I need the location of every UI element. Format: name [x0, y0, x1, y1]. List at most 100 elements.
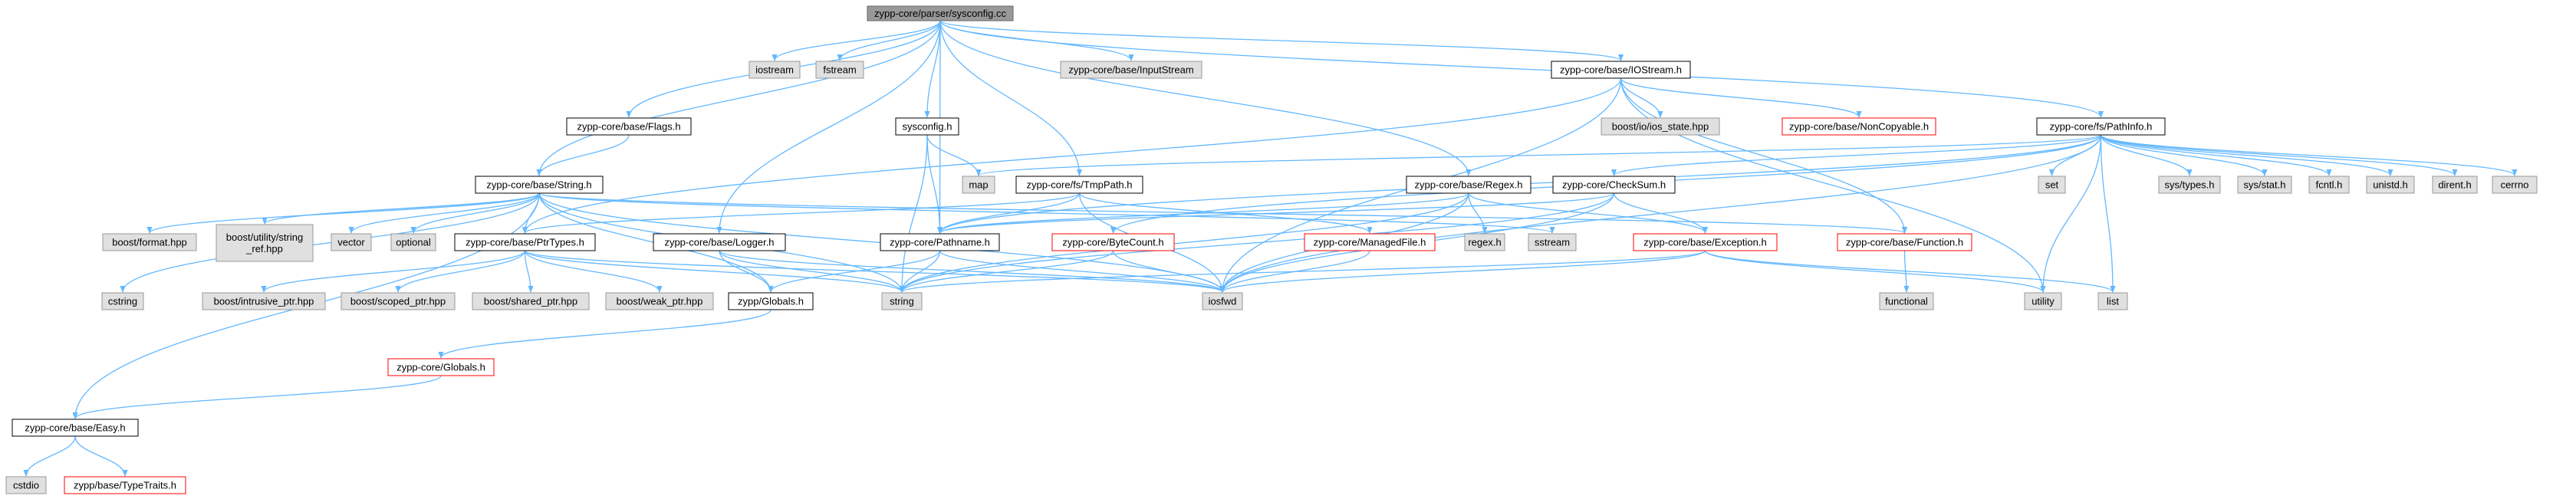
node-sstream[interactable]: sstream — [1528, 233, 1577, 251]
node-utility[interactable]: utility — [2024, 292, 2062, 310]
edge-ptrtypes-to-string — [524, 250, 905, 293]
node-boostformat[interactable]: boost/format.hpp — [102, 233, 197, 251]
node-cstdio[interactable]: cstdio — [5, 476, 47, 494]
node-label: functional — [1885, 296, 1928, 307]
node-box — [390, 233, 436, 251]
node-vector[interactable]: vector — [331, 233, 372, 251]
node-box — [895, 117, 959, 136]
node-function[interactable]: zypp-core/base/Function.h — [1837, 233, 1972, 251]
node-iostream[interactable]: iostream — [748, 61, 801, 79]
node-label: zypp-core/base/PtrTypes.h — [466, 237, 584, 248]
node-label: zypp-core/base/NonCopyable.h — [1789, 121, 1929, 133]
node-weak[interactable]: boost/weak_ptr.hpp — [605, 292, 714, 310]
node-stringh[interactable]: zypp-core/base/String.h — [475, 176, 604, 194]
edge-stringh-to-stringref — [262, 192, 540, 225]
node-root[interactable]: zypp-core/parser/sysconfig.cc — [867, 5, 1014, 21]
edge-pathinfo-to-list — [2100, 134, 2116, 293]
node-pathname[interactable]: zypp-core/Pathname.h — [880, 233, 1000, 251]
node-label: zypp-core/ByteCount.h — [1062, 237, 1163, 248]
node-sysconfigh[interactable]: sysconfig.h — [895, 117, 959, 136]
node-easy[interactable]: zypp-core/base/Easy.h — [12, 419, 139, 437]
node-unistd[interactable]: unistd.h — [2366, 176, 2415, 194]
node-box — [1304, 233, 1436, 251]
node-systypes[interactable]: sys/types.h — [2158, 176, 2221, 194]
node-label: zypp-core/parser/sysconfig.cc — [874, 8, 1006, 19]
edge-easy-to-cstdio — [23, 435, 76, 477]
node-label: iostream — [755, 64, 794, 76]
edge-iostreamh-to-ptrtypes — [521, 77, 1622, 234]
node-box — [341, 292, 456, 310]
node-typetraits[interactable]: zypp/base/TypeTraits.h — [64, 476, 186, 494]
node-optional[interactable]: optional — [390, 233, 436, 251]
edge-globalsh-to-coreglobals — [438, 309, 771, 359]
node-globalsh[interactable]: zypp/Globals.h — [728, 292, 814, 310]
node-managedfile[interactable]: zypp-core/ManagedFile.h — [1304, 233, 1436, 251]
node-ptrtypes[interactable]: zypp-core/base/PtrTypes.h — [454, 233, 596, 251]
edge-regex-to-string — [899, 192, 1469, 293]
node-box — [2237, 176, 2292, 194]
node-box — [2097, 292, 2128, 310]
node-cerrno[interactable]: cerrno — [2492, 176, 2538, 194]
node-sysstat[interactable]: sys/stat.h — [2237, 176, 2292, 194]
node-functional[interactable]: functional — [1879, 292, 1934, 310]
node-string[interactable]: string — [881, 292, 923, 310]
edge-exception-to-iosfwd — [1219, 250, 1706, 293]
edge-iostreamh-to-utility — [1620, 77, 2046, 293]
node-coreglobals[interactable]: zypp-core/Globals.h — [387, 358, 495, 376]
node-cstring[interactable]: cstring — [101, 292, 144, 310]
node-label: cstring — [108, 296, 137, 307]
node-noncopyable[interactable]: zypp-core/base/NonCopyable.h — [1781, 117, 1936, 136]
node-checksum[interactable]: zypp-core/CheckSum.h — [1552, 176, 1676, 194]
node-logger[interactable]: zypp-core/base/Logger.h — [653, 233, 786, 251]
edge-ptrtypes-to-iosfwd — [524, 250, 1225, 293]
node-box — [5, 476, 47, 494]
node-pathinfo[interactable]: zypp-core/fs/PathInfo.h — [2036, 117, 2166, 136]
node-label: cerrno — [2501, 179, 2529, 191]
node-label: zypp-core/fs/TmpPath.h — [1027, 179, 1133, 191]
node-stringref[interactable]: boost/utility/string_ref.hpp — [215, 224, 314, 262]
node-label: set — [2045, 179, 2059, 191]
node-box — [1552, 176, 1676, 194]
node-fcntl[interactable]: fcntl.h — [2308, 176, 2350, 194]
node-label: zypp-core/ManagedFile.h — [1314, 237, 1426, 248]
edge-ptrtypes-to-weak — [524, 250, 663, 293]
node-map[interactable]: map — [962, 176, 995, 194]
node-shared[interactable]: boost/shared_ptr.hpp — [472, 292, 590, 310]
node-bytecount[interactable]: zypp-core/ByteCount.h — [1051, 233, 1175, 251]
node-tmppath[interactable]: zypp-core/fs/TmpPath.h — [1015, 176, 1143, 194]
edge-flags-to-stringh — [536, 134, 630, 176]
node-label: map — [969, 179, 988, 191]
node-inputstream[interactable]: zypp-core/base/InputStream — [1060, 61, 1202, 79]
node-regex[interactable]: zypp-core/base/Regex.h — [1406, 176, 1531, 194]
node-box — [1601, 117, 1720, 136]
edge-exception-to-string — [899, 250, 1706, 293]
edge-root-to-regex — [939, 20, 1472, 176]
node-label: zypp-core/Pathname.h — [890, 237, 990, 248]
node-intrusive[interactable]: boost/intrusive_ptr.hpp — [202, 292, 326, 310]
node-label: boost/format.hpp — [112, 237, 187, 248]
node-set[interactable]: set — [2038, 176, 2066, 194]
node-regexh[interactable]: regex.h — [1464, 233, 1505, 251]
edge-bytecount-to-string — [899, 250, 1114, 293]
node-dirent[interactable]: dirent.h — [2432, 176, 2478, 194]
node-ios_state[interactable]: boost/io/ios_state.hpp — [1601, 117, 1720, 136]
edge-checksum-to-pathname — [937, 192, 1615, 234]
node-label: zypp-core/base/Function.h — [1846, 237, 1963, 248]
node-box — [331, 233, 372, 251]
node-list[interactable]: list — [2097, 292, 2128, 310]
edge-sysconfigh-to-pathname — [926, 134, 943, 234]
node-fstream[interactable]: fstream — [815, 61, 864, 79]
node-label: boost/scoped_ptr.hpp — [350, 296, 446, 307]
node-label: zypp-core/base/InputStream — [1068, 64, 1193, 76]
node-exception[interactable]: zypp-core/base/Exception.h — [1633, 233, 1778, 251]
edge-root-to-pathinfo — [939, 20, 2104, 118]
node-scoped[interactable]: boost/scoped_ptr.hpp — [341, 292, 456, 310]
edge-iostreamh-to-noncopyable — [1620, 77, 1862, 118]
node-iostreamh[interactable]: zypp-core/base/IOStream.h — [1551, 61, 1691, 79]
node-iosfwd[interactable]: iosfwd — [1202, 292, 1243, 310]
node-box — [2366, 176, 2415, 194]
node-flags[interactable]: zypp-core/base/Flags.h — [566, 117, 692, 136]
node-box — [2432, 176, 2478, 194]
edge-logger-to-string — [719, 250, 905, 293]
node-label: boost/utility/string — [226, 231, 303, 243]
